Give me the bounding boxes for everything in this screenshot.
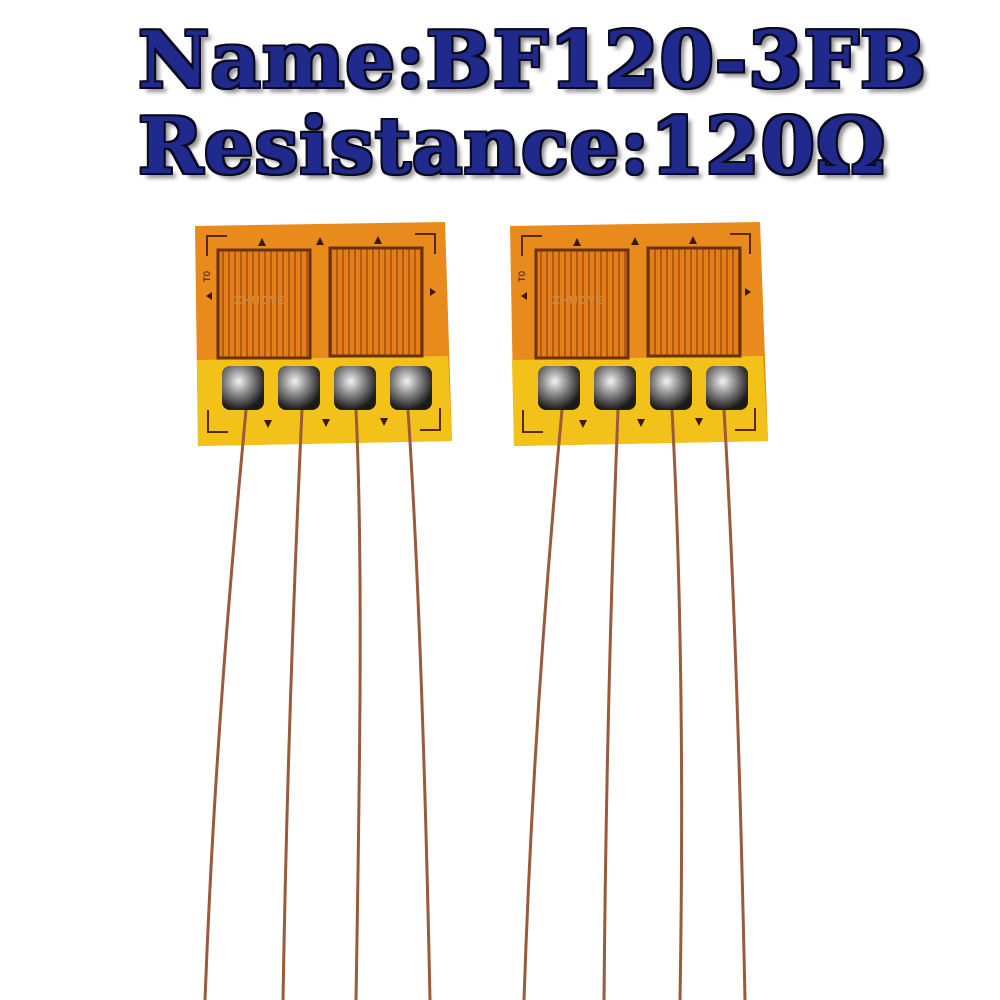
lead-wire xyxy=(722,409,747,1000)
sensing-grid xyxy=(646,246,742,358)
gauge-mark: T0 xyxy=(518,271,528,283)
strain-gauge-left: ZHUOYE T0 xyxy=(195,222,452,1000)
sensing-grid xyxy=(534,248,630,360)
solder-pad xyxy=(334,366,376,410)
lead-wire xyxy=(203,409,248,1000)
gauge-mark: T0 xyxy=(203,271,213,283)
solder-pad xyxy=(594,366,636,410)
brand-label: ZHUOYE xyxy=(552,294,603,307)
solder-pad xyxy=(706,366,748,410)
solder-pad xyxy=(650,366,692,410)
solder-pad xyxy=(222,366,264,410)
solder-pad xyxy=(278,366,320,410)
resistance-title: Resistance:120Ω xyxy=(138,101,887,192)
lead-wire xyxy=(522,409,564,1000)
solder-pad xyxy=(538,366,580,410)
lead-wire xyxy=(406,409,432,1000)
solder-pad xyxy=(390,366,432,410)
lead-wire xyxy=(354,409,362,1000)
lead-wire xyxy=(281,409,304,1000)
product-name-title: Name:BF120-3FB xyxy=(138,15,927,106)
sensing-grid xyxy=(328,246,424,358)
sensing-grid xyxy=(216,248,312,360)
lead-wire xyxy=(602,409,620,1000)
brand-label: ZHUOYE xyxy=(234,294,285,307)
lead-wire xyxy=(670,409,684,1000)
strain-gauge-right: ZHUOYE T0 xyxy=(510,222,768,1000)
